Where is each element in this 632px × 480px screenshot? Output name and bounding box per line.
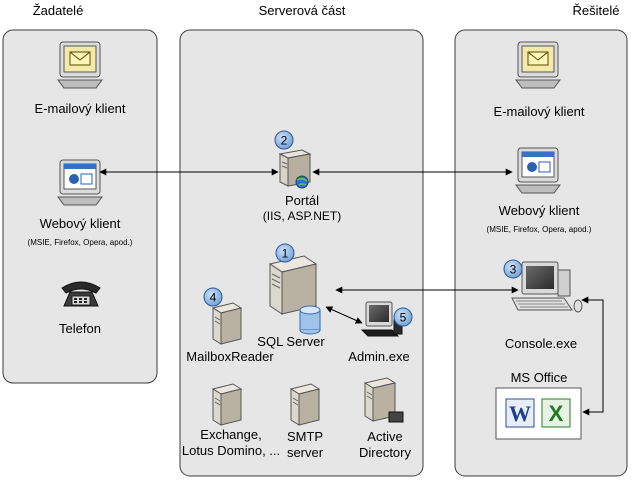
column-title-right: Řešitelé bbox=[573, 3, 620, 18]
mailbox-reader-badge: 4 bbox=[203, 287, 223, 307]
svg-text:5: 5 bbox=[400, 311, 407, 325]
smtp-label-line1: SMTP bbox=[287, 429, 323, 444]
left-email-client-label: E-mailový klient bbox=[34, 101, 125, 116]
left-web-client-label: Webový klient bbox=[40, 216, 121, 231]
svg-text:4: 4 bbox=[210, 291, 217, 305]
active-directory-label-line2: Directory bbox=[359, 445, 412, 460]
admin-workstation-icon bbox=[360, 301, 403, 337]
excel-icon: X bbox=[541, 398, 571, 428]
sql-badge: 1 bbox=[275, 243, 295, 263]
email-client-icon bbox=[57, 41, 103, 89]
word-icon: W bbox=[505, 398, 535, 428]
svg-text:1: 1 bbox=[282, 247, 289, 261]
right-email-client-icon bbox=[515, 41, 561, 89]
admin-label: Admin.exe bbox=[348, 349, 409, 364]
portal-badge: 2 bbox=[274, 130, 294, 150]
active-directory-icon bbox=[363, 377, 404, 423]
exchange-server-icon bbox=[211, 383, 243, 426]
svg-text:W: W bbox=[509, 401, 531, 426]
right-web-client-icon bbox=[515, 147, 561, 194]
portal-server-icon bbox=[278, 149, 312, 189]
ms-office-label: MS Office bbox=[511, 370, 568, 385]
arrow-sql-admin bbox=[325, 306, 363, 324]
portal-sub: (IIS, ASP.NET) bbox=[263, 209, 341, 223]
console-badge: 3 bbox=[503, 259, 523, 279]
panel-middle bbox=[179, 29, 424, 477]
left-web-client-sub: (MSIE, Firefox, Opera, apod.) bbox=[28, 238, 133, 247]
console-label: Console.exe bbox=[505, 336, 577, 351]
arrow-console-office bbox=[581, 296, 604, 416]
sql-server-icon bbox=[268, 255, 321, 335]
smtp-server-icon bbox=[289, 383, 321, 426]
right-web-client-label: Webový klient bbox=[499, 203, 580, 218]
svg-text:X: X bbox=[549, 401, 564, 426]
column-title-middle: Serverová část bbox=[259, 3, 346, 18]
panel-left bbox=[2, 29, 158, 384]
sql-server-label: SQL Server bbox=[257, 334, 325, 349]
portal-label: Portál bbox=[285, 193, 319, 208]
svg-text:2: 2 bbox=[281, 134, 288, 148]
console-workstation-icon bbox=[511, 261, 583, 313]
left-phone-label: Telefon bbox=[59, 321, 101, 336]
telephone-icon bbox=[61, 281, 101, 307]
svg-text:3: 3 bbox=[510, 263, 517, 277]
right-web-client-sub: (MSIE, Firefox, Opera, apod.) bbox=[487, 225, 592, 234]
mailbox-reader-label: MailboxReader bbox=[186, 349, 274, 364]
column-title-left: Žadatelé bbox=[33, 3, 84, 18]
exchange-label-line2: Lotus Domino, ... bbox=[182, 443, 280, 458]
exchange-label-line1: Exchange, bbox=[200, 427, 261, 442]
smtp-label-line2: server bbox=[287, 445, 324, 460]
right-email-client-label: E-mailový klient bbox=[493, 104, 584, 119]
web-client-icon bbox=[57, 159, 103, 206]
admin-badge: 5 bbox=[393, 307, 413, 327]
active-directory-label-line1: Active bbox=[367, 429, 402, 444]
mailbox-reader-server-icon bbox=[211, 302, 243, 345]
